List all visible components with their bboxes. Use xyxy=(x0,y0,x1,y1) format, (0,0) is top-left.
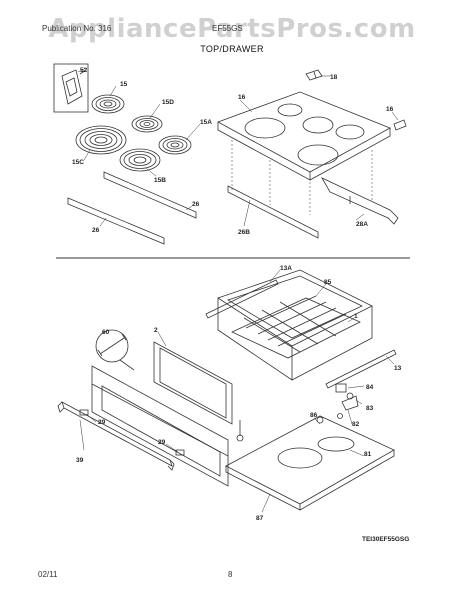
rail-13 xyxy=(325,349,397,389)
label-84: 84 xyxy=(366,384,374,391)
trim-26b xyxy=(227,185,319,239)
drawing-id: TEI30EF55GSG xyxy=(362,536,410,543)
roller-assembly-84 xyxy=(335,383,359,411)
label-60: 60 xyxy=(102,329,110,336)
bracket-26-lower xyxy=(67,197,165,245)
drawer-handle-39 xyxy=(57,401,175,471)
label-2: 2 xyxy=(154,327,158,334)
label-87: 87 xyxy=(256,515,264,522)
label-83: 83 xyxy=(366,405,374,412)
hinge-18 xyxy=(305,69,323,81)
clip-29-right xyxy=(175,449,185,456)
label-15c: 15C xyxy=(72,159,84,166)
section-title: TOP/DRAWER xyxy=(200,44,264,54)
burner-element-15a xyxy=(158,135,192,155)
label-29-left: 29 xyxy=(98,419,106,426)
label-86: 86 xyxy=(310,412,318,419)
label-26-upper: 26 xyxy=(192,201,200,208)
burner-element-15 xyxy=(91,94,125,114)
label-13a: 13A xyxy=(280,265,292,272)
drawer-body xyxy=(217,269,373,381)
drawer-inner-panel xyxy=(153,341,233,425)
label-82: 82 xyxy=(352,421,360,428)
label-15d: 15D xyxy=(162,99,174,106)
footer-date: 02/11 xyxy=(38,570,58,579)
label-15: 15 xyxy=(120,81,128,88)
burner-element-15b xyxy=(119,148,161,172)
bracket-26-upper xyxy=(103,171,197,219)
label-52: 52 xyxy=(80,67,88,74)
label-13: 13 xyxy=(394,365,402,372)
drawer-rack-85 xyxy=(231,295,361,359)
label-85: 85 xyxy=(324,279,332,286)
label-16-right: 16 xyxy=(386,106,394,113)
cooktop-glass xyxy=(217,91,391,181)
drawer-front-panel xyxy=(91,365,229,487)
page-number: 8 xyxy=(228,570,233,579)
clip-16 xyxy=(393,119,407,131)
label-26b: 26B xyxy=(238,229,250,236)
label-81: 81 xyxy=(364,451,372,458)
label-39: 39 xyxy=(76,457,84,464)
label-15a: 15A xyxy=(200,119,212,126)
bottom-panel-87 xyxy=(225,413,395,511)
watermark: AppliancePartsPros.com xyxy=(48,14,416,44)
bracket-28a xyxy=(321,177,399,225)
burner-element-15c xyxy=(75,125,127,155)
model-number: EF55GS xyxy=(212,24,243,33)
label-29-right: 29 xyxy=(158,439,166,446)
label-18: 18 xyxy=(330,74,338,81)
publication-number: Publication No. 316 xyxy=(42,24,112,33)
burner-element-15d xyxy=(131,115,163,133)
knob-inset-box xyxy=(53,63,89,113)
label-15b: 15B xyxy=(154,177,166,184)
rail-13a xyxy=(205,279,279,319)
label-28a: 28A xyxy=(356,221,368,228)
clip-29-left xyxy=(79,409,89,416)
rod-inset-60 xyxy=(95,329,129,363)
label-16-top: 16 xyxy=(238,94,246,101)
label-26-lower: 26 xyxy=(92,227,100,234)
label-1: 1 xyxy=(354,313,358,320)
